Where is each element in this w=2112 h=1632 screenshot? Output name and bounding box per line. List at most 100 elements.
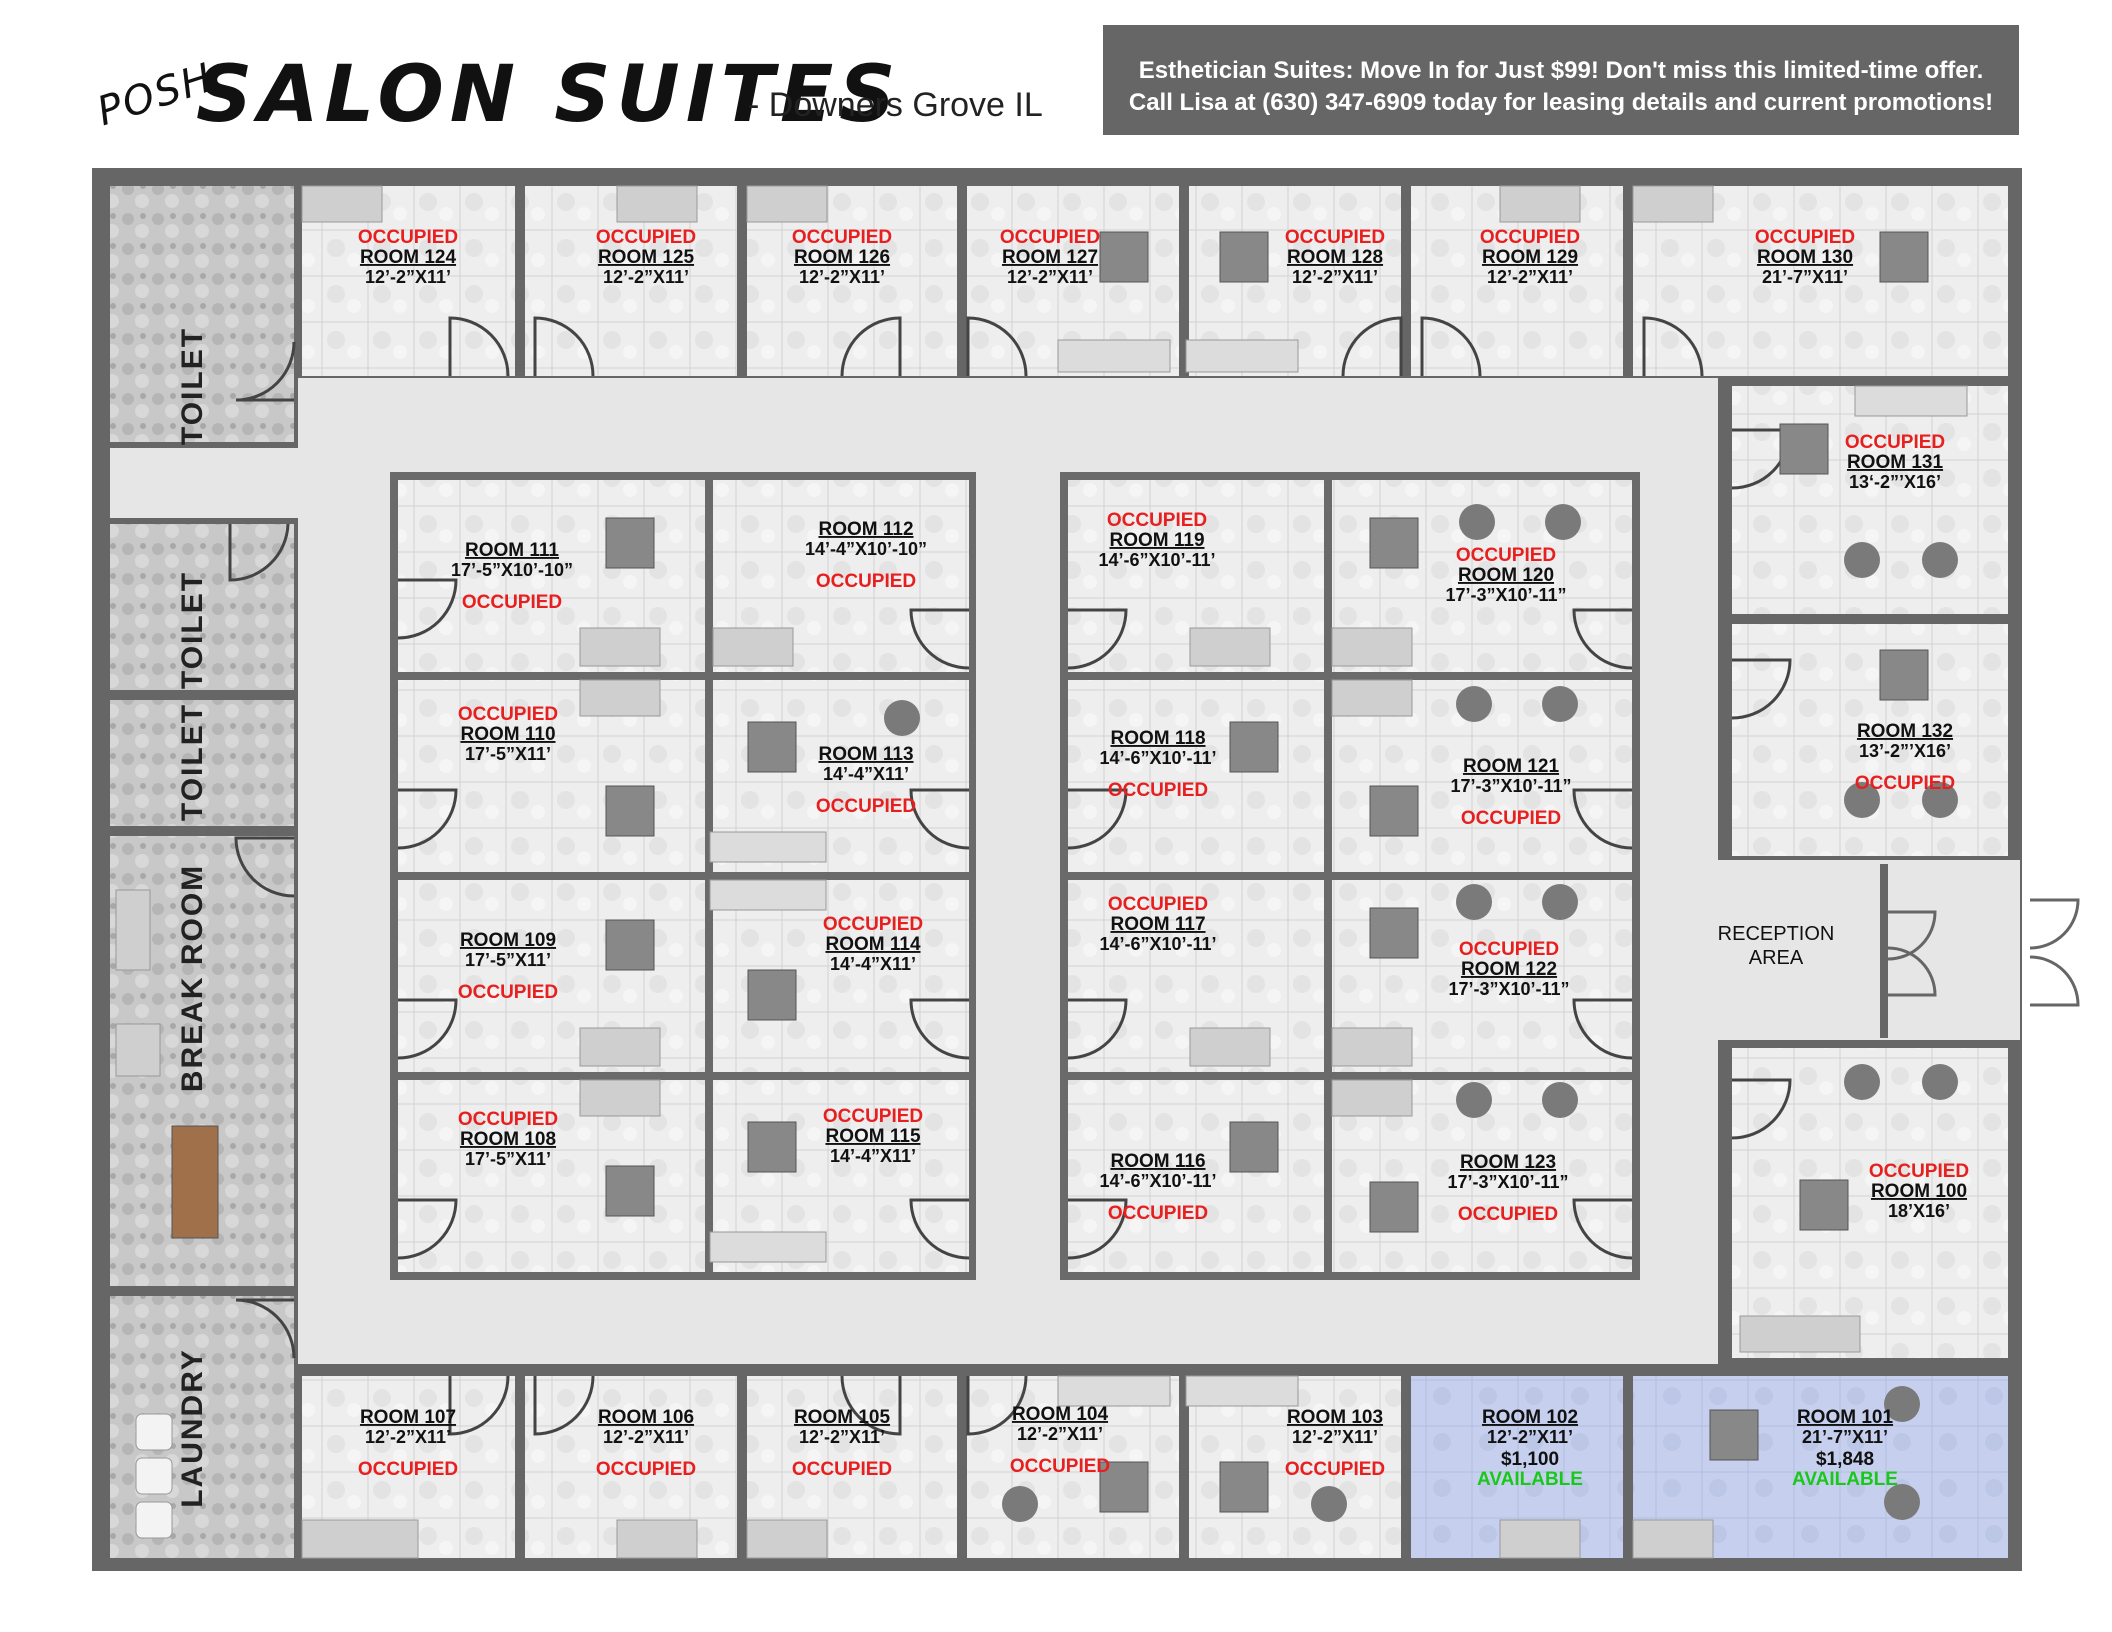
room-size-110: 17’-5”X11’ <box>465 744 551 764</box>
room-label-114: ROOM 114 <box>825 934 920 955</box>
room-status-118: OCCUPIED <box>1108 780 1208 801</box>
promo-line-1: Esthetician Suites: Move In for Just $99… <box>1138 57 1984 84</box>
room-size-112: 14’-4”X10’-10” <box>805 539 927 559</box>
bottom-rooms-row <box>302 1376 2008 1558</box>
room-label-102: ROOM 102 <box>1482 1407 1578 1428</box>
room-status-120: OCCUPIED <box>1456 545 1556 566</box>
room-size-100: 18’X16’ <box>1888 1201 1950 1221</box>
room-status-115: OCCUPIED <box>823 1106 923 1127</box>
room-label-111: ROOM 111 <box>465 540 559 561</box>
room-size-109: 17’-5”X11’ <box>465 950 551 970</box>
toilet-label-3: TOILET <box>176 703 209 821</box>
room-status-101: AVAILABLE <box>1792 1469 1898 1490</box>
room-size-121: 17’-3”X10’-11” <box>1450 776 1571 796</box>
room-size-106: 12’-2”X11’ <box>603 1427 689 1447</box>
room-label-108: ROOM 108 <box>460 1129 556 1150</box>
room-label-117: ROOM 117 <box>1110 914 1205 935</box>
room-size-125: 12’-2”X11’ <box>603 267 689 287</box>
room-label-107: ROOM 107 <box>360 1407 456 1428</box>
break-room-label: BREAK ROOM <box>176 864 209 1092</box>
logo-salon-suites: SALON SUITES <box>196 50 902 140</box>
room-label-122: ROOM 122 <box>1461 959 1557 980</box>
room-label-124: ROOM 124 <box>360 247 457 268</box>
room-label-106: ROOM 106 <box>598 1407 694 1428</box>
room-label-130: ROOM 130 <box>1757 247 1853 268</box>
room-status-100: OCCUPIED <box>1869 1161 1969 1182</box>
promo-banner: Esthetician Suites: Move In for Just $99… <box>1103 25 2019 135</box>
room-label-115: ROOM 115 <box>825 1126 920 1147</box>
room-status-108: OCCUPIED <box>458 1109 558 1130</box>
room-status-102: AVAILABLE <box>1477 1469 1583 1490</box>
room-status-113: OCCUPIED <box>816 796 916 817</box>
room-label-100: ROOM 100 <box>1871 1181 1967 1202</box>
room-size-130: 21’-7”X11’ <box>1762 267 1848 287</box>
room-status-107: OCCUPIED <box>358 1459 458 1480</box>
room-status-105: OCCUPIED <box>792 1459 892 1480</box>
room-size-127: 12’-2”X11’ <box>1007 267 1093 287</box>
room-status-103: OCCUPIED <box>1285 1459 1385 1480</box>
room-status-126: OCCUPIED <box>792 227 892 248</box>
room-status-111: OCCUPIED <box>462 592 562 613</box>
room-status-122: OCCUPIED <box>1459 939 1559 960</box>
room-status-119: OCCUPIED <box>1107 510 1207 531</box>
room-status-112: OCCUPIED <box>816 571 916 592</box>
room-size-131: 13‘-2”’X16’ <box>1849 472 1941 492</box>
room-label-112: ROOM 112 <box>818 519 913 540</box>
room-label-110: ROOM 110 <box>460 724 555 745</box>
promo-line-2: Call Lisa at (630) 347-6909 today for le… <box>1128 89 1994 116</box>
room-size-104: 12’-2”X11’ <box>1017 1424 1103 1444</box>
room-status-124: OCCUPIED <box>358 227 458 248</box>
room-size-111: 17’-5”X10’-10” <box>451 560 573 580</box>
room-label-116: ROOM 116 <box>1110 1151 1205 1172</box>
room-label-109: ROOM 109 <box>460 930 556 951</box>
room-status-109: OCCUPIED <box>458 982 558 1003</box>
room-size-120: 17’-3”X10’-11” <box>1445 585 1566 605</box>
laundry-label: LAUNDRY <box>176 1348 209 1508</box>
room-status-123: OCCUPIED <box>1458 1204 1558 1225</box>
room-label-119: ROOM 119 <box>1109 530 1204 551</box>
room-label-129: ROOM 129 <box>1482 247 1578 268</box>
reception-entrance <box>1880 864 2080 1038</box>
room-size-128: 12’-2”X11’ <box>1292 267 1378 287</box>
toilet-label-2: TOILET <box>176 571 209 689</box>
room-size-102: 12’-2”X11’ <box>1487 1427 1573 1447</box>
room-size-126: 12’-2”X11’ <box>799 267 885 287</box>
room-status-114: OCCUPIED <box>823 914 923 935</box>
room-status-104: OCCUPIED <box>1010 1456 1110 1477</box>
amenity-labels: TOILET TOILET TOILET BREAK ROOM LAUNDRY … <box>176 327 1834 1508</box>
room-size-103: 12’-2”X11’ <box>1292 1427 1378 1447</box>
room-status-116: OCCUPIED <box>1108 1203 1208 1224</box>
reception-label-1: RECEPTION <box>1718 923 1835 945</box>
room-status-106: OCCUPIED <box>596 1459 696 1480</box>
room-label-101: ROOM 101 <box>1797 1407 1894 1428</box>
room-size-114: 14’-4”X11’ <box>830 954 916 974</box>
room-size-123: 17’-3”X10’-11” <box>1447 1172 1568 1192</box>
room-label-132: ROOM 132 <box>1857 721 1953 742</box>
room-size-129: 12’-2”X11’ <box>1487 267 1573 287</box>
room-size-101: 21’-7”X11’ <box>1802 1427 1888 1447</box>
room-status-129: OCCUPIED <box>1480 227 1580 248</box>
room-label-105: ROOM 105 <box>794 1407 891 1428</box>
room-label-127: ROOM 127 <box>1002 247 1098 268</box>
room-size-107: 12’-2”X11’ <box>365 1427 451 1447</box>
room-size-132: 13’-2”’X16’ <box>1859 741 1951 761</box>
room-status-125: OCCUPIED <box>596 227 696 248</box>
room-status-131: OCCUPIED <box>1845 432 1945 453</box>
room-size-105: 12’-2”X11’ <box>799 1427 885 1447</box>
room-status-128: OCCUPIED <box>1285 227 1385 248</box>
room-label-121: ROOM 121 <box>1463 756 1560 777</box>
room-size-122: 17’-3”X10’-11” <box>1448 979 1569 999</box>
room-label-113: ROOM 113 <box>818 744 913 765</box>
room-size-113: 14’-4”X11’ <box>823 764 909 784</box>
reception-label-2: AREA <box>1749 947 1804 969</box>
room-label-103: ROOM 103 <box>1287 1407 1383 1428</box>
room-status-121: OCCUPIED <box>1461 808 1561 829</box>
room-label-123: ROOM 123 <box>1460 1152 1556 1173</box>
door-swings <box>228 316 1792 1436</box>
room-label-131: ROOM 131 <box>1847 452 1944 473</box>
room-size-115: 14’-4”X11’ <box>830 1146 916 1166</box>
furniture <box>115 185 1968 1559</box>
room-status-110: OCCUPIED <box>458 704 558 725</box>
location-title: - Downers Grove IL <box>748 86 1043 124</box>
